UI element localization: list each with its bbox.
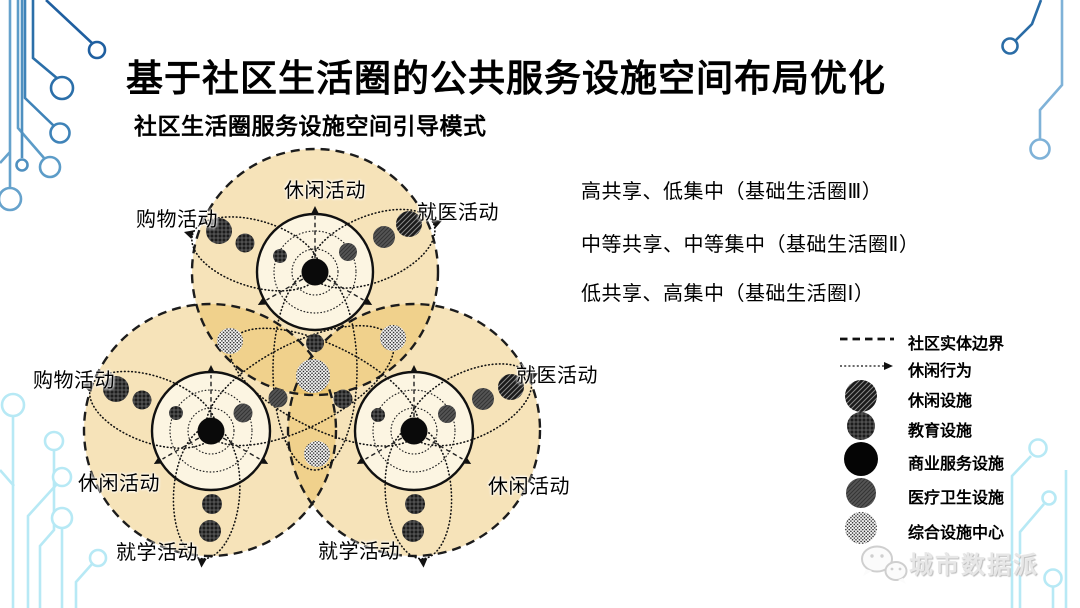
education-facility-dot	[169, 406, 183, 420]
education-facility-dot	[273, 249, 287, 263]
commercial-facility-swatch	[844, 442, 878, 476]
legend-label-commercial: 商业服务设施	[908, 456, 1005, 473]
medical-facility-dot	[438, 405, 456, 423]
composite-center-dot	[296, 359, 330, 393]
circuit-decoration-top-right	[1001, 0, 1064, 160]
education-facility-dot	[402, 520, 424, 542]
circuit-decoration-bottom-right	[1010, 438, 1068, 608]
circuit-decoration-top-left	[0, 0, 107, 212]
watermark-text: 城市数据派	[909, 552, 1039, 579]
radial-behavior-arrows	[153, 206, 472, 464]
leisure-facility-swatch	[845, 380, 877, 412]
label-top-leisure: 休闲活动	[284, 180, 366, 202]
legend-label-education: 教育设施	[908, 423, 973, 440]
legend-label-medical: 医疗卫生设施	[908, 490, 1005, 507]
medical-facility-dot	[373, 226, 395, 248]
label-left-leisure: 休闲活动	[78, 473, 160, 495]
label-right-medical: 就医活动	[516, 365, 598, 387]
legend-swatches	[840, 337, 894, 544]
leisure-behavior-arrow-swatch	[840, 362, 893, 370]
principle-line-2: 中等共享、中等集中（基础生活圈Ⅱ）	[581, 234, 920, 256]
education-facility-dot	[405, 494, 425, 514]
composite-center-dot	[217, 328, 243, 354]
label-right-school: 就学活动	[318, 541, 400, 563]
commercial-facility-dot	[197, 417, 225, 445]
label-left-shopping: 购物活动	[33, 370, 115, 392]
commercial-facility-dot	[400, 417, 428, 445]
inner-dotted-rings	[169, 230, 456, 473]
legend-label-leisure: 休闲设施	[908, 393, 973, 410]
education-facility-dot	[333, 389, 353, 409]
education-facility-dot	[132, 390, 152, 410]
facility-dots	[103, 211, 524, 542]
label-left-school: 就学活动	[116, 542, 198, 564]
leisure-facility-dot	[498, 374, 524, 400]
leisure-facility-dot	[396, 211, 422, 237]
medical-facility-dot	[472, 388, 494, 410]
legend-label-boundary: 社区实体边界	[908, 336, 1005, 353]
page-subtitle: 社区生活圈服务设施空间引导模式	[134, 113, 487, 139]
wechat-icon	[861, 545, 908, 584]
medical-facility-dot	[339, 243, 357, 261]
education-facility-dot	[371, 408, 385, 422]
composite-center-swatch	[845, 512, 877, 544]
community-boundaries	[82, 147, 542, 558]
medical-facility-dot	[268, 388, 288, 408]
community-circles	[82, 147, 542, 568]
circuit-decoration-bottom-left	[0, 392, 108, 608]
label-top-medical: 就医活动	[417, 202, 499, 224]
principle-line-3: 低共享、高集中（基础生活圈Ⅰ）	[581, 283, 875, 305]
label-right-leisure: 休闲活动	[488, 476, 570, 498]
medical-facility-dot	[233, 403, 253, 423]
legend-label-composite: 综合设施中心	[908, 525, 1005, 542]
legend-label-behavior: 休闲行为	[908, 363, 973, 380]
principle-line-1: 高共享、低集中（基础生活圈Ⅲ）	[581, 181, 883, 203]
education-facility-dot	[235, 233, 255, 253]
composite-center-dot	[304, 441, 330, 467]
page-title: 基于社区生活圈的公共服务设施空间布局优化	[126, 58, 886, 99]
education-facility-dot	[306, 334, 324, 352]
medical-facility-swatch	[846, 478, 876, 508]
label-top-shopping: 购物活动	[136, 209, 218, 231]
commercial-facility-dot	[301, 258, 329, 286]
education-facility-dot	[103, 376, 129, 402]
education-facility-dot	[202, 494, 222, 514]
education-facility-dot	[206, 218, 232, 244]
education-facility-dot	[199, 520, 221, 542]
composite-center-dot	[380, 325, 406, 351]
education-facility-swatch	[847, 412, 875, 440]
